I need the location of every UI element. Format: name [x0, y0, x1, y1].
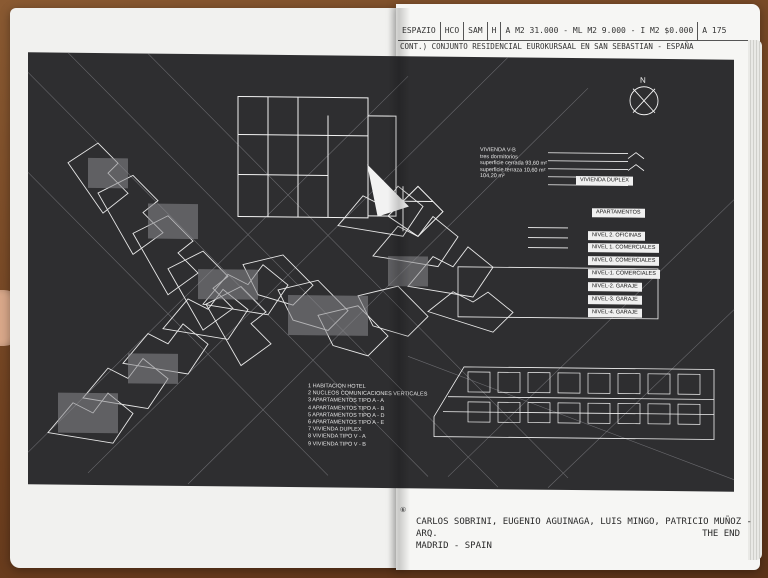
section-label: APARTAMENTOS: [592, 208, 645, 218]
plan-drawing: N: [27, 52, 735, 488]
architectural-plate: N VIVIENDA V-B tres dormitorios superfic…: [27, 52, 735, 492]
unit-label: VIVIENDA V-B tres dormitorios superficie…: [480, 147, 550, 180]
section-label: NIVEL 0. COMERCIALES: [588, 256, 660, 266]
elevation-building: [433, 366, 715, 440]
section-label: VIVIENDA DUPLEX: [576, 176, 633, 186]
section-terraces: [457, 152, 659, 320]
section-label: NIVEL-2. GARAJE: [588, 282, 642, 292]
header-cell: A M2 31.000 - ML M2 9.000 - I M2 $0.000: [501, 22, 699, 40]
credits-architects: CARLOS SOBRINI, EUGENIO AGUINAGA, LUIS M…: [416, 517, 752, 539]
unit-label-line: 104,20 m²: [480, 173, 505, 180]
hatched-areas: [58, 157, 428, 434]
header-cell: ESPAZIO: [398, 22, 441, 40]
section-label: NIVEL-4. GARAJE: [588, 308, 642, 318]
section-label: NIVEL 1. COMERCIALES: [588, 243, 660, 253]
north-label: N: [640, 76, 646, 85]
section-label: NIVEL-1. COMERCIALES: [588, 269, 660, 279]
header-cell: A 175: [702, 26, 727, 35]
page-marker: ⑥: [400, 506, 407, 514]
elevation-windows: [467, 371, 701, 425]
header-cell: HCO: [441, 22, 465, 40]
the-end-label: THE END: [702, 529, 740, 539]
north-arrow: [629, 86, 659, 116]
credits: CARLOS SOBRINI, EUGENIO AGUINAGA, LUIS M…: [416, 516, 756, 552]
header-strip: ESPAZIO HCO SAM H A M2 31.000 - ML M2 9.…: [398, 22, 748, 41]
unit-floor-plan: [237, 95, 444, 238]
section-label: NIVEL 2. OFICINAS: [588, 231, 646, 241]
header-title: CONT.) CONJUNTO RESIDENCIAL EUROKURSAAL …: [400, 42, 694, 51]
construction-grid: [27, 52, 735, 488]
page-edges: [748, 40, 762, 560]
section-label: NIVEL-3. GARAJE: [588, 295, 642, 305]
header-cell: SAM: [464, 22, 488, 40]
credits-location: MADRID - SPAIN: [416, 541, 492, 551]
header-cell: H: [488, 22, 502, 40]
book-gutter: [388, 8, 410, 570]
